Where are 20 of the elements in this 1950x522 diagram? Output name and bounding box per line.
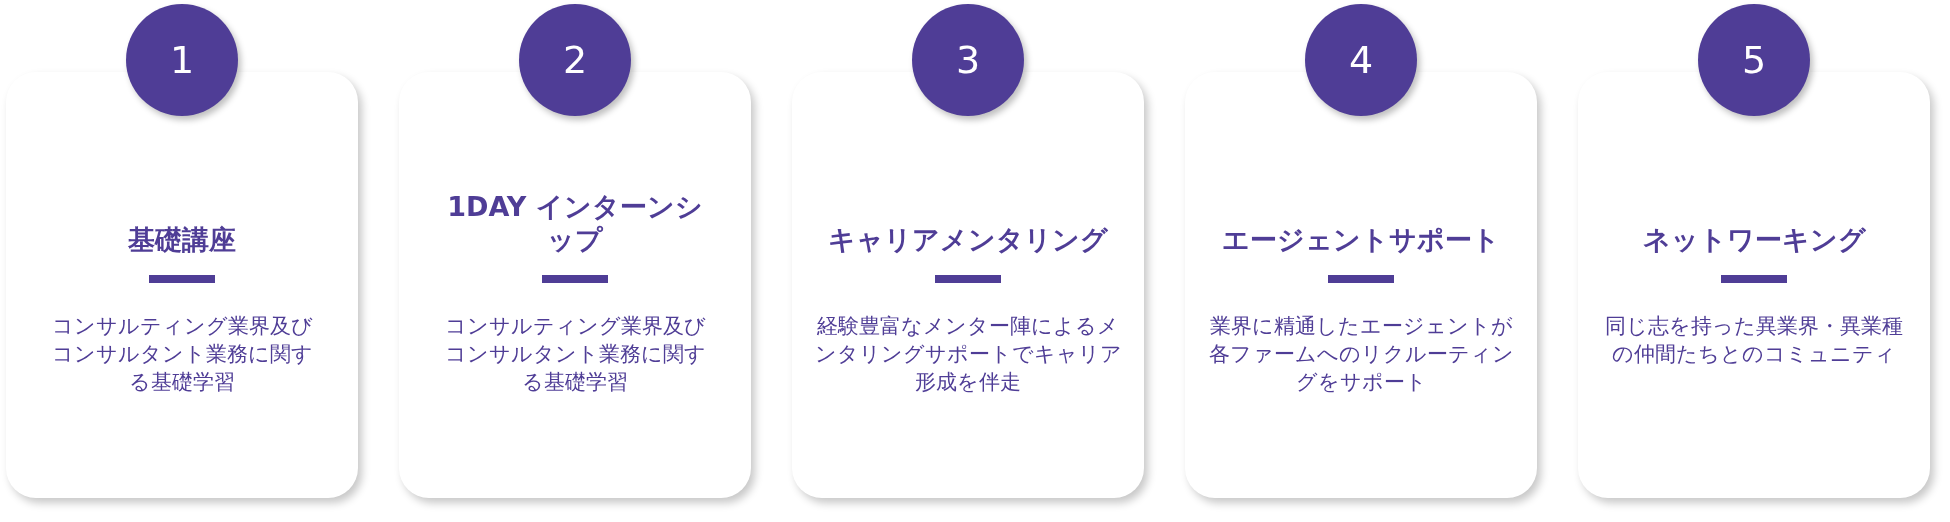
card: [1578, 72, 1930, 498]
card-description: 業界に精通したエージェントが各ファームへのリクルーティングをサポート: [1207, 313, 1515, 396]
card: [792, 72, 1144, 498]
card-heading: ネットワーキング: [1641, 223, 1867, 256]
number-circle: 5: [1698, 4, 1810, 116]
card-heading: エージェントサポート: [1221, 223, 1501, 256]
number-circle: 1: [126, 4, 238, 116]
card-heading: キャリアメンタリング: [827, 223, 1109, 256]
number-circle: 4: [1305, 4, 1417, 116]
card: [399, 72, 751, 498]
card-description: 経験豊富なメンター陣によるメンタリングサポートでキャリア形成を伴走: [813, 313, 1123, 396]
card-description: コンサルティング業界及びコンサルタント業務に関する基礎学習: [443, 313, 707, 396]
card-description: 同じ志を持った異業界・異業種の仲間たちとのコミュニティ: [1604, 313, 1904, 368]
card: [6, 72, 358, 498]
card-heading: 基礎講座: [127, 223, 237, 256]
card: [1185, 72, 1537, 498]
number-circle: 2: [519, 4, 631, 116]
card-description: コンサルティング業界及びコンサルタント業務に関する基礎学習: [50, 313, 314, 396]
card-heading: 1DAY インターンシップ: [446, 190, 704, 256]
number-circle: 3: [912, 4, 1024, 116]
